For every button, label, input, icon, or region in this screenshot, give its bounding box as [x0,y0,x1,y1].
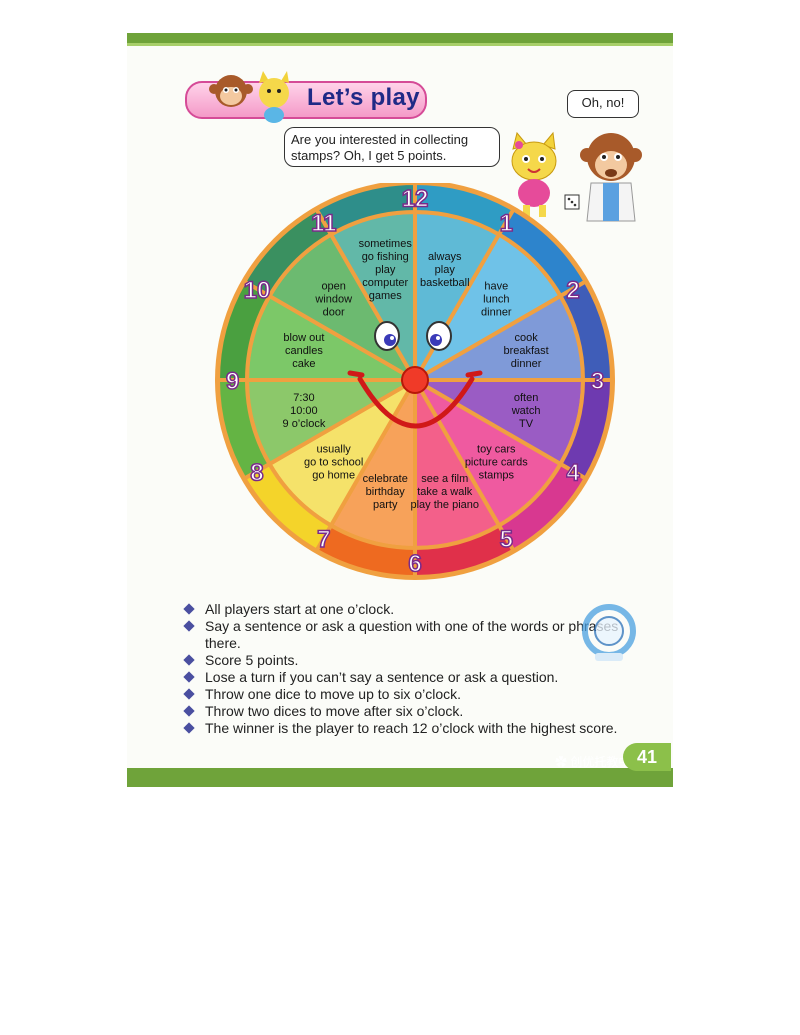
wheel-segment-label: lunch [483,294,509,306]
smiley-face [347,321,483,429]
bullet-diamond-icon [183,688,195,700]
rule-item: Lose a turn if you can’t say a sentence … [183,669,653,686]
wheel-segment-label: see a film [421,473,468,485]
wheel-number-ring [215,183,615,580]
wheel-segment-label: sometimes [359,238,413,250]
bullet-diamond-icon [183,603,195,615]
wheel-segment-label: go to school [304,456,363,468]
wheel-segment-label: breakfast [503,345,548,357]
wheel-segment-label: go fishing [362,251,409,263]
wheel-number: 7 [317,526,330,553]
rule-item: Throw two dices to move after six o’cloc… [183,703,653,720]
rule-text: Lose a turn if you can’t say a sentence … [205,669,559,685]
wheel-number: 6 [408,551,421,578]
wheel-segment-label: cook [514,332,538,344]
wheel-segment-label: cake [292,358,315,370]
wheel-segment-label: candles [285,345,323,357]
wheel-segment-label: picture cards [465,456,528,468]
wheel-segment-label: usually [317,443,352,455]
rule-item: Score 5 points. [183,652,653,669]
bullet-diamond-icon [183,654,195,666]
cat-and-monkey-illustration [511,131,642,222]
wheel-segment-label: celebrate [363,473,408,485]
wheel-segment-label: watch [511,405,541,417]
ring-segment [313,183,417,238]
wheel-segment-label: window [314,294,352,306]
wheel-segment-label: dinner [511,358,542,370]
cat-speech-bubble: Are you interested in collecting stamps?… [284,127,500,167]
wheel-segment-label: play [435,264,456,276]
rule-text: Score 5 points. [205,652,299,668]
rule-item: Throw one dice to move up to six o’clock… [183,686,653,703]
cat-speech-line-1: Are you interested in collecting [291,132,469,147]
rule-text: Throw two dices to move after six o’cloc… [205,703,464,719]
wheel-segment-label: birthday [366,486,406,498]
wheel-segment-label: door [323,307,345,319]
bullet-diamond-icon [183,722,195,734]
wheel-segment-label: always [428,251,462,263]
rule-text: Say a sentence or ask a question with on… [205,618,619,651]
wheel-segment-label: blow out [283,332,324,344]
top-border-accent [127,43,673,46]
wheel-segment-label: 10:00 [290,405,318,417]
wheel-number: 2 [566,277,579,304]
wheel-segment-label: go home [312,469,355,481]
rule-item: All players start at one o’clock. [183,601,653,618]
rules-list: All players start at one o’clock. Say a … [183,601,653,737]
wheel-segment-label: stamps [479,469,515,481]
wheel-segment-label: basketball [420,277,470,289]
wheel-segment-label: toy cars [477,443,516,455]
wheel-number: 3 [591,368,604,395]
wheel-segment-label: computer [362,277,408,289]
wheel-number: 11 [311,210,336,237]
rule-item: Say a sentence or ask a question with on… [183,618,653,652]
textbook-page: Let’s play Are you interested in collect… [127,33,673,787]
cat-speech-line-2: stamps? Oh, I get 5 points. [291,148,447,163]
wheel-segment-label: TV [519,418,534,430]
wheel-segment-label: 7:30 [293,392,314,404]
wheel-segment-label: open [321,281,345,293]
wheel-segment-label: have [484,281,508,293]
rule-text: Throw one dice to move up to six o’clock… [205,686,462,702]
wheel-number: 9 [226,368,239,395]
rule-item: The winner is the player to reach 12 o’c… [183,720,653,737]
rule-text: All players start at one o’clock. [205,601,395,617]
bullet-diamond-icon [183,620,195,632]
characters-banner-icon [209,71,289,123]
wheel-number: 1 [500,210,513,237]
wheel-segment-label: play [375,264,396,276]
monkey-speech-bubble: Oh, no! [567,90,639,118]
bullet-diamond-icon [183,671,195,683]
wheel-number: 5 [500,526,513,553]
wheel-segment-label: games [369,290,403,302]
page-title: Let’s play [307,84,420,111]
wheel-number: 10 [244,277,271,304]
wheel-segment-label: take a walk [417,486,473,498]
page-number: 41 [623,743,671,771]
wheel-hub [401,366,429,394]
show-through-text [187,198,190,212]
wheel-segment-label: often [514,392,538,404]
wheel-segment-label: dinner [481,307,512,319]
medal-icon [582,604,636,661]
wheel-segment-label: play the piano [411,499,480,511]
wheel-number: 8 [250,459,263,486]
wheel-number: 12 [402,186,429,213]
wechat-icon: ✿ [555,755,571,769]
wheel-segment-label: party [373,499,398,511]
wheel-segment-label: 9 o’clock [283,418,326,430]
rule-text: The winner is the player to reach 12 o’c… [205,720,618,736]
top-border [127,33,673,43]
wheel-number: 4 [566,459,580,486]
bottom-border [127,768,673,787]
bullet-diamond-icon [183,705,195,717]
